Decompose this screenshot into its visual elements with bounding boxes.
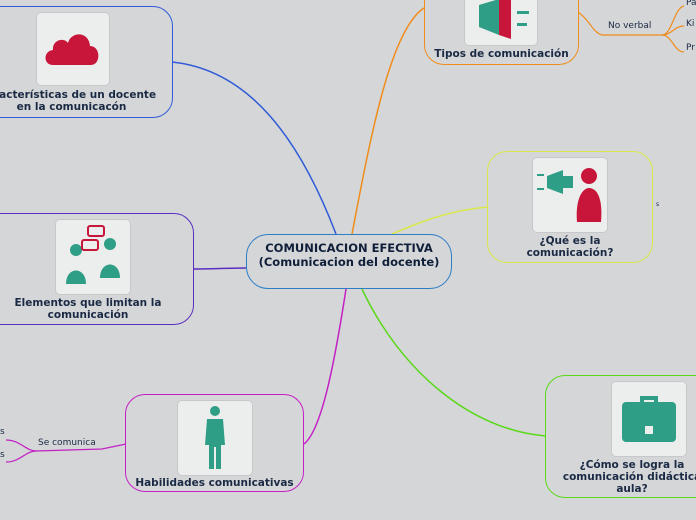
node-tipos[interactable]: Tipos de comunicación xyxy=(424,0,579,65)
person-suit-icon-box xyxy=(178,401,252,475)
node-elementos[interactable]: Elementos que limitan la comunicación xyxy=(0,213,194,325)
person-suit-icon xyxy=(205,406,225,469)
people-chat-icon-box xyxy=(56,220,130,294)
node-habilidades-label: Habilidades comunicativas xyxy=(135,477,294,489)
subtopic-s-que-es[interactable]: s xyxy=(656,201,660,208)
cloud-icon-box xyxy=(37,13,109,85)
node-como[interactable]: ¿Cómo se logra la comunicación didáctica… xyxy=(545,375,696,498)
node-elementos-label: Elementos que limitan la comunicación xyxy=(14,297,162,321)
subtopic-no-verbal[interactable]: No verbal xyxy=(608,21,652,31)
node-habilidades[interactable]: Habilidades comunicativas xyxy=(125,394,304,492)
node-que-es-label: ¿Qué es la comunicación? xyxy=(526,235,614,259)
briefcase-icon-box xyxy=(612,382,686,456)
node-caracteristicas[interactable]: aracterísticas de un docente en la comun… xyxy=(0,6,173,118)
node-tipos-label: Tipos de comunicación xyxy=(434,48,569,60)
subtopic-s-upper[interactable]: s xyxy=(0,427,5,437)
subtopic-pa[interactable]: Pa xyxy=(686,0,696,8)
person-megaphone-icon-box xyxy=(533,158,607,232)
subtopic-se-comunica[interactable]: Se comunica xyxy=(38,438,96,448)
subtopic-ki[interactable]: Ki xyxy=(686,19,695,29)
person-megaphone-icon xyxy=(537,168,602,222)
node-que-es[interactable]: ¿Qué es la comunicación? xyxy=(487,151,653,263)
node-como-label: ¿Cómo se logra la comunicación didáctica… xyxy=(562,459,696,495)
briefcase-icon xyxy=(622,396,676,442)
megaphone-icon-box xyxy=(465,0,537,45)
subtopic-pr[interactable]: Pr xyxy=(686,43,695,53)
subtopic-s-lower[interactable]: s xyxy=(0,450,5,460)
node-caracteristicas-label: aracterísticas de un docente en la comun… xyxy=(0,89,157,113)
central-topic[interactable]: COMUNICACION EFECTIVA (Comunicacion del … xyxy=(246,234,452,289)
central-topic-title: COMUNICACION EFECTIVA (Comunicacion del … xyxy=(258,241,440,269)
megaphone-icon xyxy=(479,0,529,39)
cloud-icon xyxy=(45,34,99,65)
people-chat-icon xyxy=(66,225,120,284)
